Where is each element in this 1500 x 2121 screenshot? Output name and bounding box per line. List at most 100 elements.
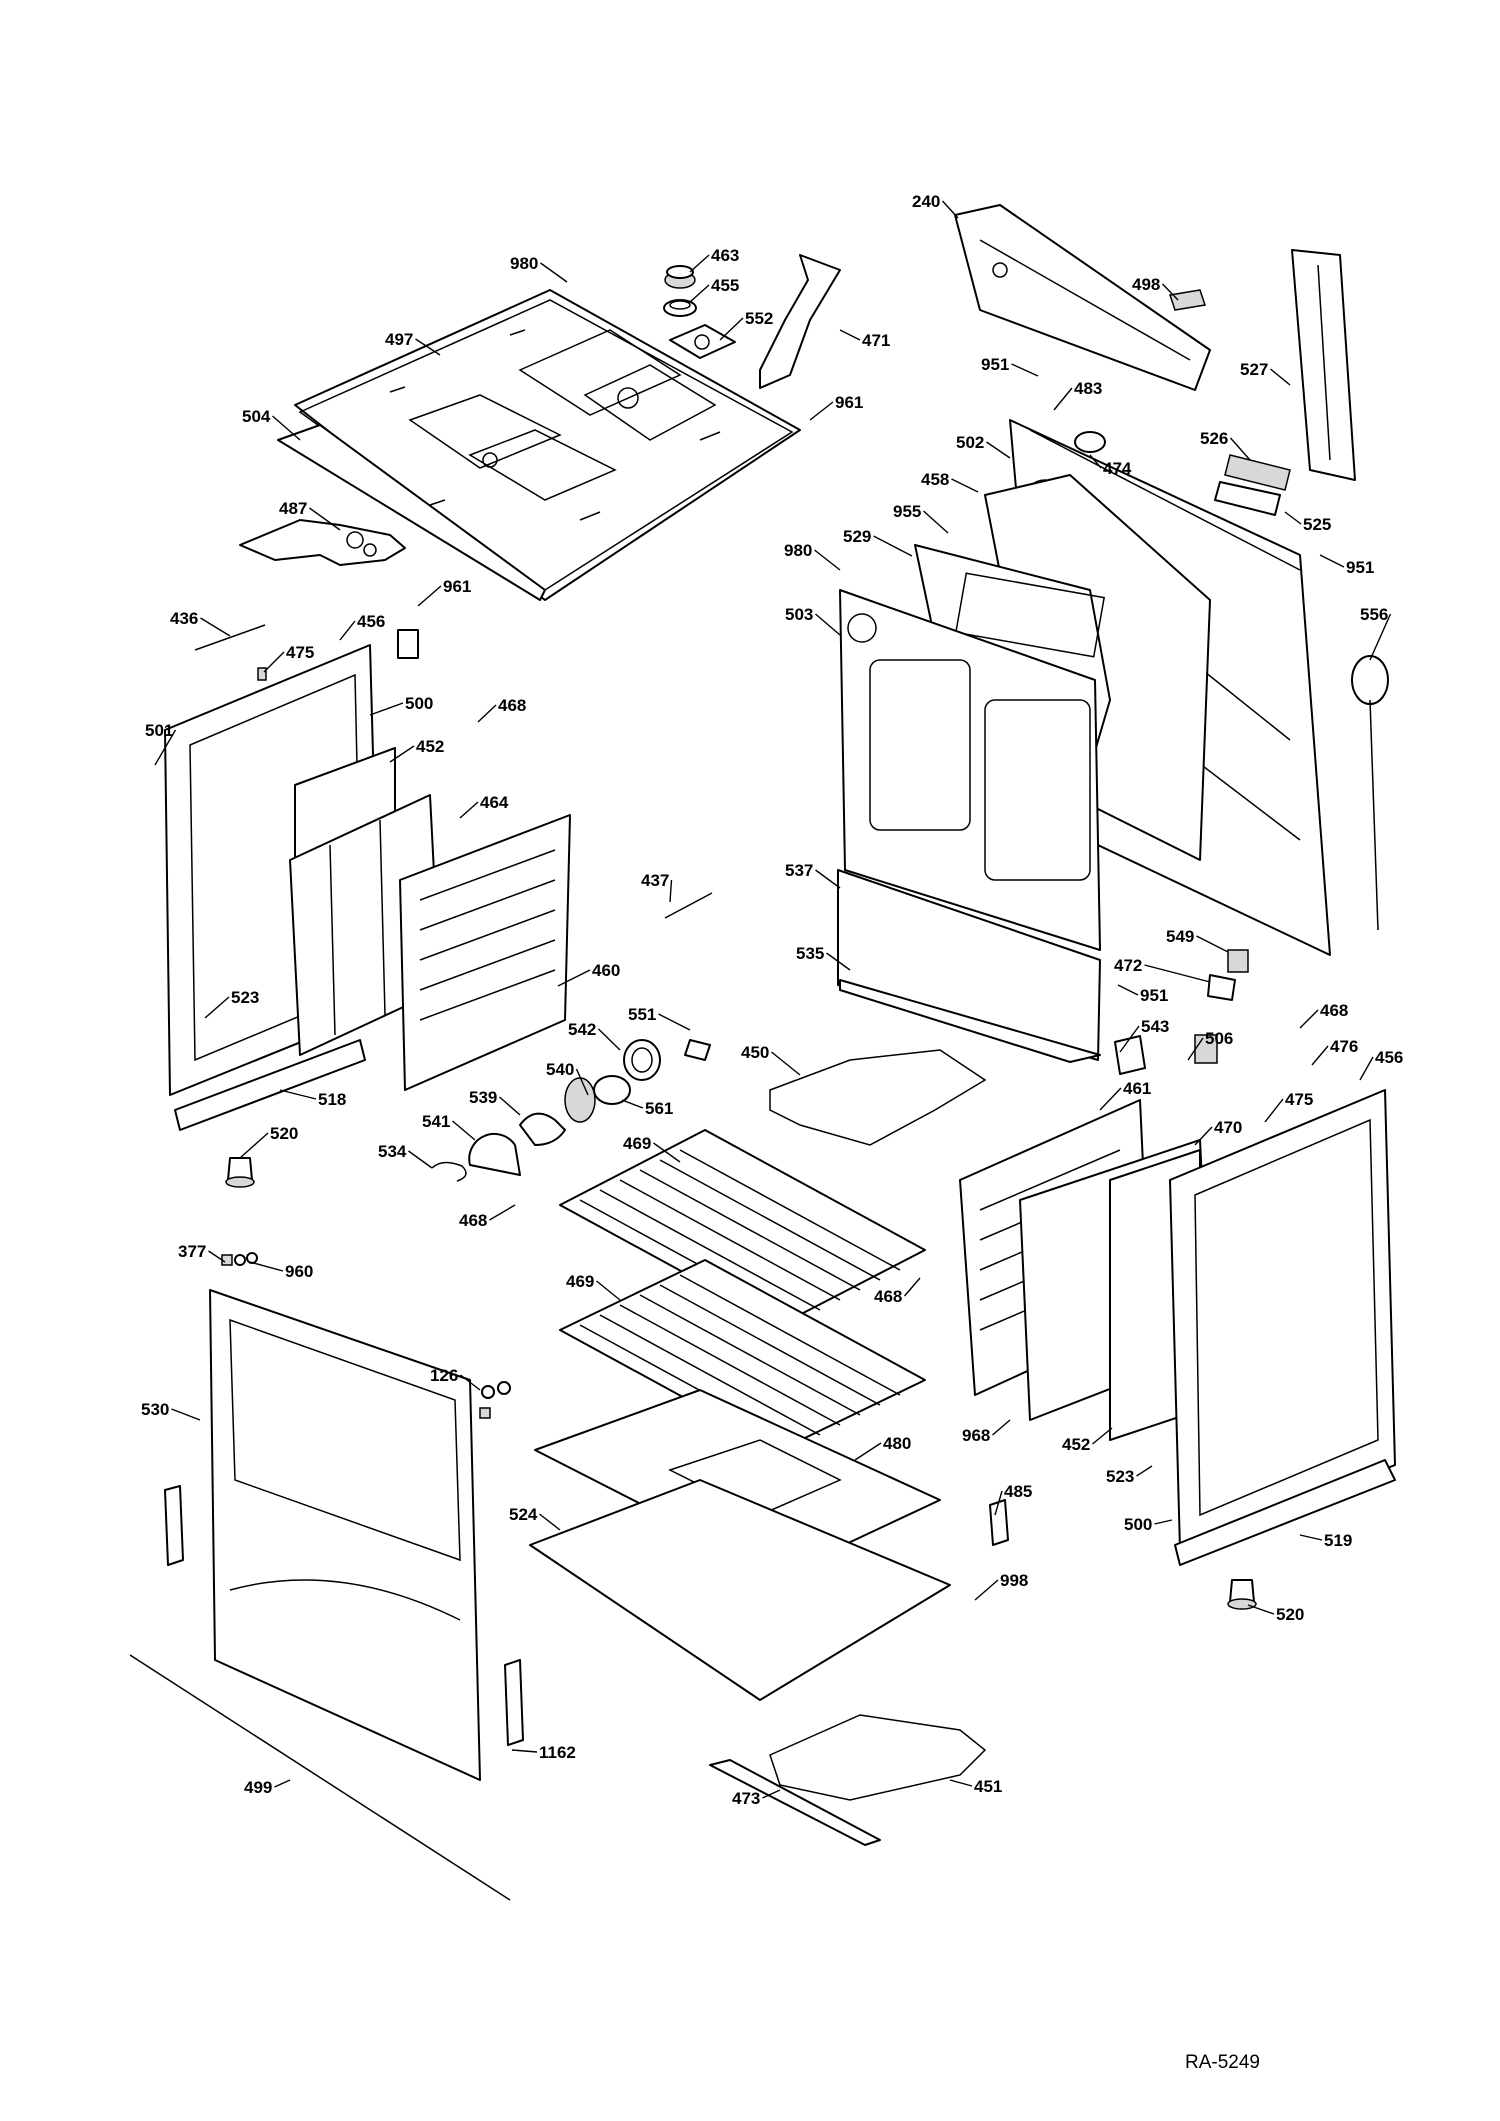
callout-551: 551: [628, 1005, 691, 1031]
callout-label: 1162: [539, 1743, 576, 1762]
callout-504: 504: [242, 407, 301, 441]
callout-552: 552: [719, 309, 773, 341]
callout-label: 468: [498, 696, 526, 715]
callout-960: 960: [249, 1261, 313, 1281]
leader-line: [854, 1442, 882, 1461]
leader-line: [263, 651, 285, 673]
callout-label: 475: [286, 643, 314, 662]
callout-961: 961: [417, 577, 471, 607]
callout-label: 961: [443, 577, 471, 596]
callout-503: 503: [785, 605, 841, 636]
callout-452: 452: [389, 737, 444, 763]
callout-label: 436: [170, 609, 198, 628]
callout-518: 518: [279, 1089, 346, 1109]
leader-line: [489, 1204, 516, 1221]
callout-label: 951: [1346, 558, 1374, 577]
leader-line: [499, 1096, 521, 1116]
callout-458: 458: [921, 470, 979, 493]
leveling-leg-right: [1227, 1579, 1257, 1610]
callout-label: 452: [416, 737, 444, 756]
callout-529: 529: [843, 527, 913, 557]
callout-label: 537: [785, 861, 813, 880]
callout-475: 475: [1264, 1090, 1313, 1123]
callout-469: 469: [566, 1272, 621, 1301]
callout-474: 474: [1089, 454, 1132, 478]
callout-520: 520: [1247, 1604, 1304, 1624]
leader-line: [1196, 935, 1229, 953]
small-clip-left: [257, 667, 267, 681]
leader-line: [369, 702, 404, 716]
burner-head: [663, 299, 697, 317]
leader-line: [1053, 387, 1073, 411]
leader-line: [1194, 1126, 1213, 1146]
cooktop-front-trim: [277, 424, 546, 601]
callout-label: 483: [1074, 379, 1102, 398]
right-side-panel: [1169, 1089, 1396, 1551]
callout-537: 537: [785, 861, 841, 889]
oven-sensor-probe: [1351, 655, 1389, 931]
front-frame: [209, 1289, 481, 1781]
thermal-block: [397, 629, 419, 659]
callout-539: 539: [469, 1088, 521, 1116]
callout-label: 541: [422, 1112, 450, 1131]
small-bracket: [1114, 1035, 1146, 1075]
bottom-trim: [529, 1479, 951, 1701]
callout-label: 497: [385, 330, 413, 349]
leader-line: [974, 1579, 999, 1601]
leader-line: [689, 254, 710, 273]
leader-line: [200, 617, 231, 637]
callout-label: 518: [318, 1090, 346, 1109]
callout-label: 470: [1214, 1118, 1242, 1137]
callout-label: 520: [1276, 1605, 1304, 1624]
callout-463: 463: [689, 246, 739, 273]
left-side-rod: [194, 624, 266, 651]
callout-label: 530: [141, 1400, 169, 1419]
vent-ring: [1074, 431, 1106, 453]
callout-500: 500: [369, 694, 433, 716]
leader-line: [1099, 1087, 1122, 1111]
callout-502: 502: [956, 433, 1011, 459]
callout-label: 472: [1114, 956, 1142, 975]
leader-line: [1092, 1427, 1113, 1445]
rear-side-trim: [1291, 249, 1356, 481]
callout-525: 525: [1284, 511, 1331, 534]
callout-label: 487: [279, 499, 307, 518]
leader-line: [415, 338, 441, 356]
lower-cover-strip: [839, 979, 1101, 1063]
callout-label: 500: [1124, 1515, 1152, 1534]
callout-506: 506: [1187, 1029, 1233, 1061]
callout-label: 469: [566, 1272, 594, 1291]
callout-526: 526: [1200, 429, 1251, 461]
callout-955: 955: [893, 502, 949, 534]
leader-line: [1011, 363, 1039, 377]
callout-label: 468: [459, 1211, 487, 1230]
leader-line: [596, 1280, 621, 1301]
leader-line: [1270, 368, 1291, 386]
callout-980: 980: [510, 254, 568, 283]
leader-line: [653, 1142, 681, 1163]
callout-label: 535: [796, 944, 824, 963]
light-gasket: [593, 1075, 631, 1105]
callout-456: 456: [339, 612, 385, 641]
leader-line: [992, 1419, 1011, 1436]
callout-498: 498: [1132, 275, 1179, 301]
backguard-panel: [954, 204, 1211, 391]
leader-line: [540, 262, 568, 283]
callout-951: 951: [1319, 554, 1374, 577]
leader-line: [1319, 554, 1345, 568]
leader-line: [949, 1779, 973, 1787]
callout-label: 561: [645, 1099, 673, 1118]
callout-126: 126: [430, 1366, 481, 1391]
callout-label: 458: [921, 470, 949, 489]
callout-473: 473: [732, 1789, 781, 1808]
callout-label: 468: [1320, 1001, 1348, 1020]
callout-452: 452: [1062, 1427, 1113, 1454]
latch-parts: [479, 1381, 511, 1419]
light-lens: [468, 1132, 521, 1176]
leader-line: [575, 1068, 589, 1096]
callout-label: 473: [732, 1789, 760, 1808]
burner-cap: [664, 265, 696, 289]
callout-label: 551: [628, 1005, 656, 1024]
leader-line: [539, 1513, 561, 1531]
